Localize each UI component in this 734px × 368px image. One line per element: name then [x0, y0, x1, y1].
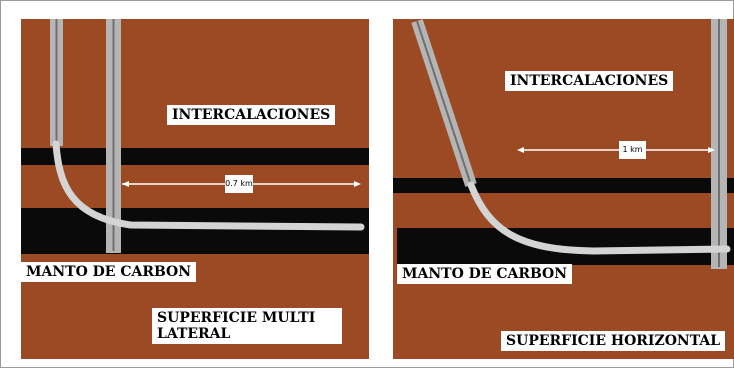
distance-arrow-right	[708, 147, 715, 153]
interbeds-label: INTERCALACIONES	[167, 105, 336, 125]
horizontal-lateral	[467, 181, 731, 255]
rock-background	[21, 19, 369, 359]
coal-seam-band	[21, 208, 369, 254]
multilateral-well-diagram	[21, 19, 369, 359]
lateral-branch	[52, 140, 365, 231]
surface-label: SUPERFICIE MULTI LATERAL	[152, 308, 342, 344]
coal-interbed-band	[393, 178, 734, 193]
distance-label: 1 km	[619, 141, 646, 159]
horizontal-well-panel: 1 km INTERCALACIONES MANTO DE CARBON SUP…	[393, 19, 734, 359]
surface-label: SUPERFICIE HORIZONTAL	[501, 331, 726, 351]
distance-arrow-left	[122, 181, 129, 187]
distance-arrow-right	[354, 181, 361, 187]
multilateral-well-panel: 0.7 km INTERCALACIONES MANTO DE CARBON S…	[21, 19, 369, 359]
distance-label: 0.7 km	[225, 175, 253, 193]
inclined-well-core	[416, 20, 472, 186]
coal-interbed-band	[21, 148, 369, 165]
interbeds-label: INTERCALACIONES	[505, 71, 674, 91]
coal-seam-label: MANTO DE CARBON	[21, 262, 197, 282]
distance-arrow-left	[517, 147, 524, 153]
coal-seam-label: MANTO DE CARBON	[397, 264, 573, 284]
horizontal-well-diagram	[393, 19, 734, 359]
